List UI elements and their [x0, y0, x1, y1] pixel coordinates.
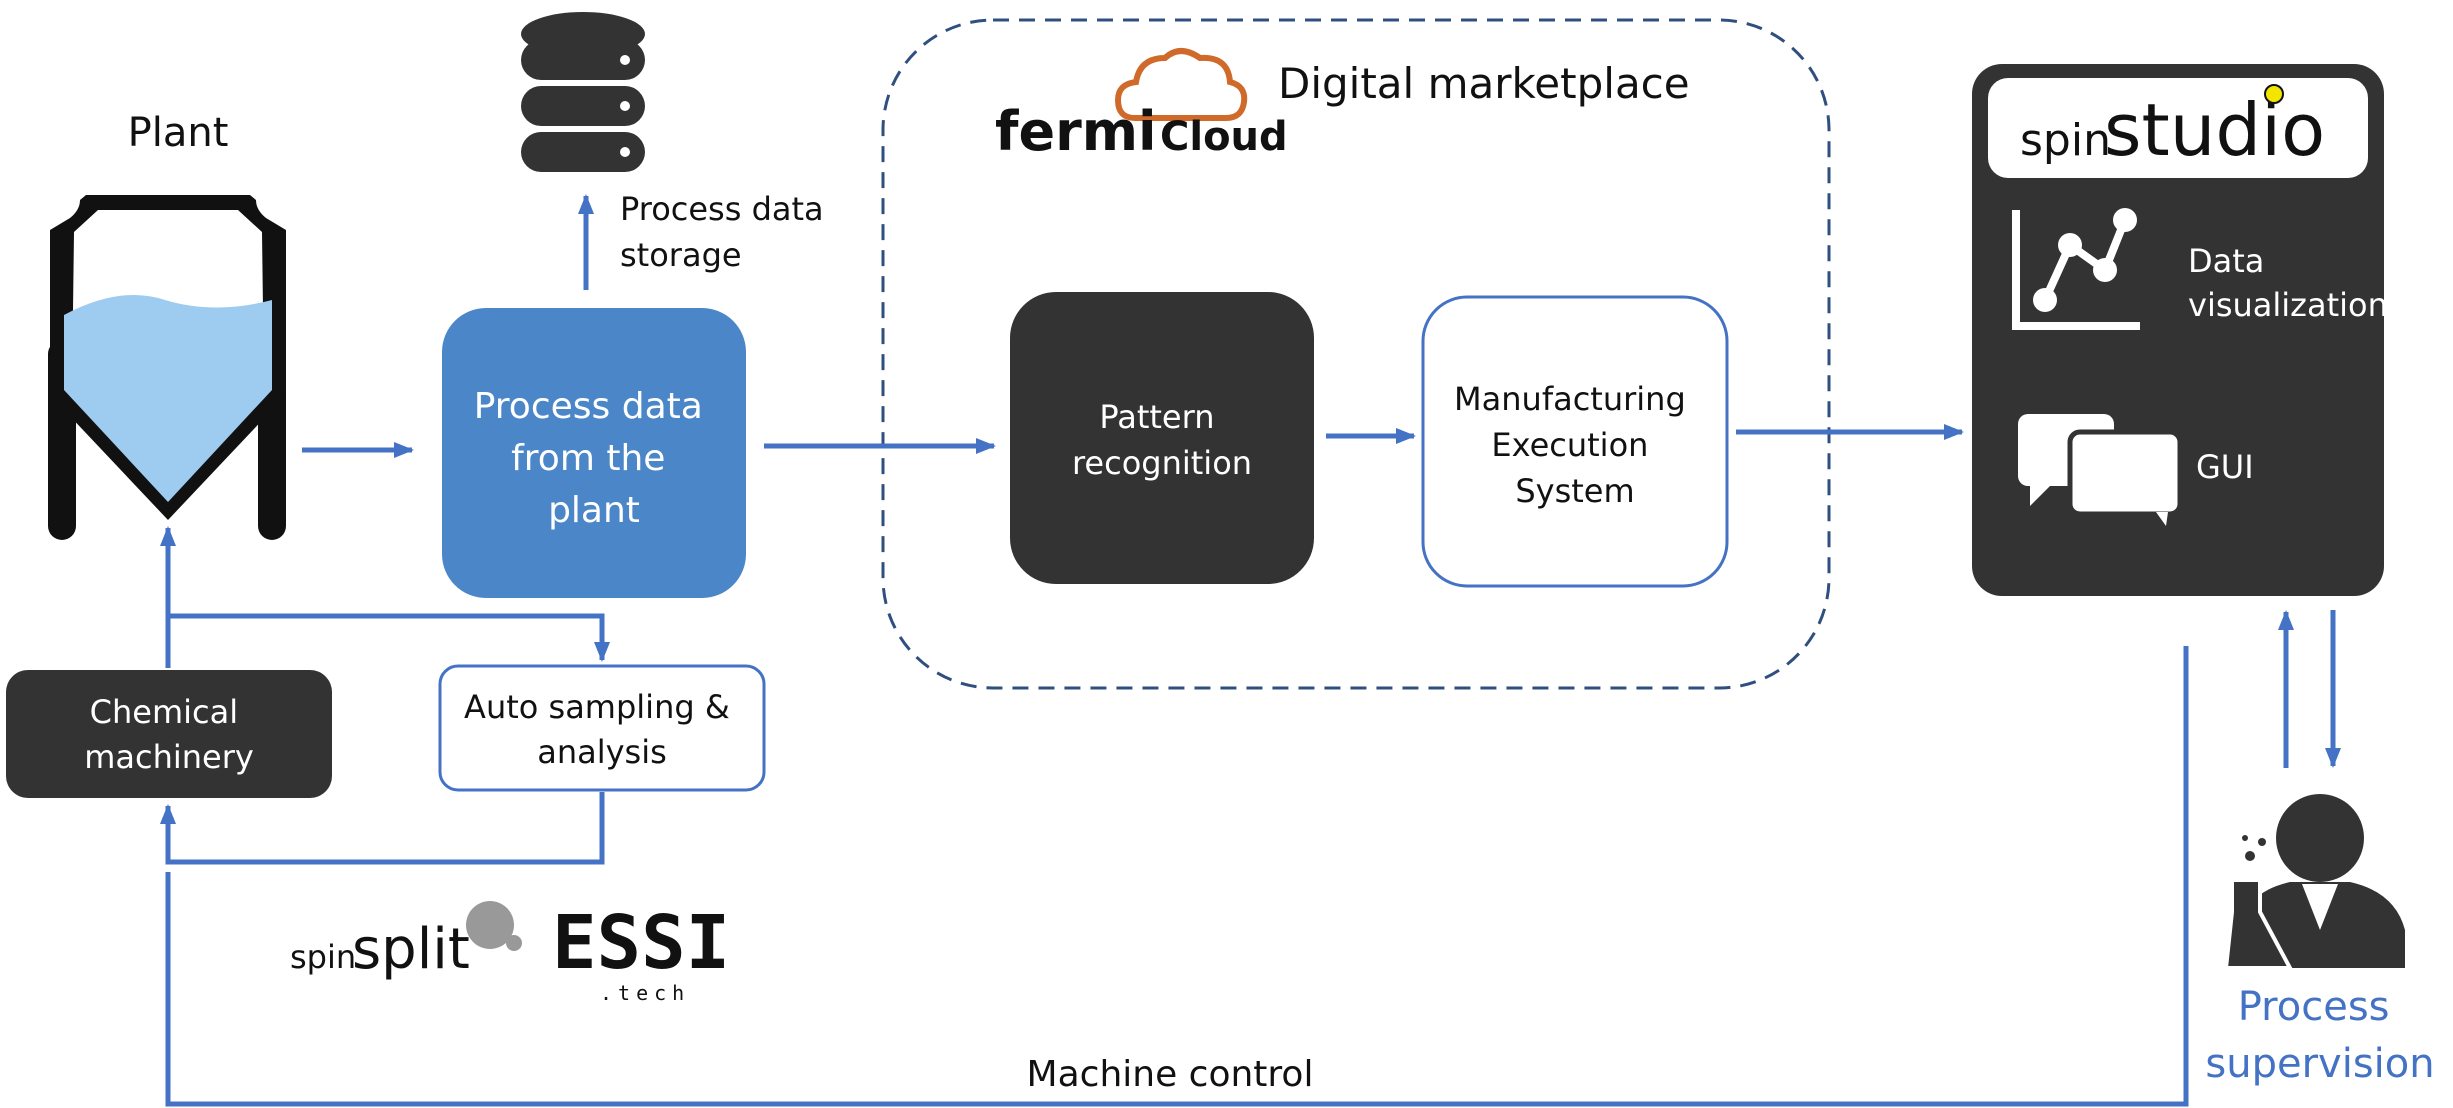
- chemical-machinery-label: Chemical machinery: [84, 693, 254, 776]
- arrow-machine-control: [165, 646, 2189, 1107]
- process-data-storage-label: Process data storage: [620, 190, 834, 274]
- svg-text:split: split: [352, 917, 470, 982]
- essi-logo: ESSI .tech: [552, 900, 730, 1005]
- plant-tank-icon: [48, 195, 286, 540]
- mes-label: Manufacturing Execution System: [1454, 380, 1696, 510]
- arrow-auto-sampling-to-chemical: [160, 792, 605, 865]
- machine-control-label: Machine control: [1027, 1054, 1314, 1095]
- process-data-box: [442, 308, 746, 598]
- pattern-recognition-box: [1010, 292, 1314, 584]
- chemical-machinery-box: [6, 670, 332, 798]
- pattern-recognition-label: Pattern recognition: [1072, 398, 1252, 482]
- gui-label: GUI: [2196, 448, 2254, 486]
- svg-text:spin: spin: [2020, 115, 2111, 166]
- digital-marketplace-label: Digital marketplace: [1278, 59, 1690, 108]
- svg-text:spin: spin: [290, 938, 356, 976]
- svg-text:.tech: .tech: [600, 981, 690, 1005]
- plant-label: Plant: [128, 110, 229, 156]
- data-visualization-label: Data visualization: [2188, 242, 2388, 324]
- mes-box: [1421, 295, 1729, 588]
- line-chart-icon: [2012, 208, 2140, 330]
- svg-text:fermi: fermi: [995, 100, 1157, 163]
- spinsplit-logo: spin split: [290, 901, 522, 982]
- svg-text:ESSI: ESSI: [552, 900, 730, 986]
- scientist-icon: [2223, 794, 2405, 970]
- arrow-to-auto-sampling: [168, 613, 610, 662]
- process-supervision-label: Process supervision: [2205, 984, 2434, 1087]
- cloud-icon: [1114, 48, 1248, 121]
- svg-text:studio: studio: [2104, 88, 2325, 172]
- process-data-label: Process data from the plant: [474, 386, 715, 531]
- auto-sampling-label: Auto sampling & analysis: [464, 688, 740, 771]
- fermicloud-logo: fermi Cloud: [995, 48, 1288, 163]
- svg-text:Cloud: Cloud: [1160, 114, 1288, 160]
- database-icon: [521, 12, 645, 172]
- spinstudio-logo: spin studio: [2020, 84, 2325, 172]
- chat-bubbles-icon: [2018, 414, 2183, 526]
- auto-sampling-box: [438, 664, 766, 792]
- digital-marketplace-boundary: [881, 18, 1831, 690]
